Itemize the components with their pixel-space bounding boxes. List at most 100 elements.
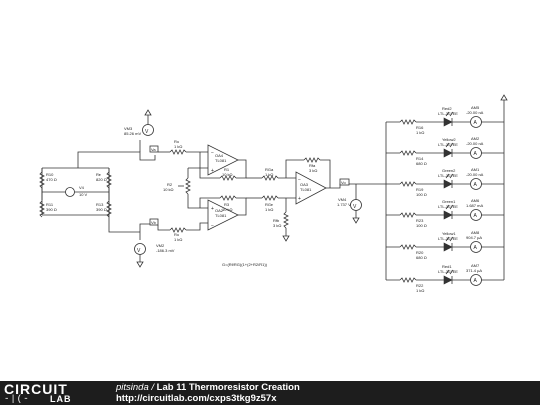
schematic-canvas: V4 10 V R10 470 Ω R11 390 Ω Rᴇ 820 Ω R13… [39,94,508,293]
footer-title[interactable]: Lab 11 Thermoresistor Creation [156,382,300,393]
svg-text:A: A [474,182,478,188]
circuitlab-logo[interactable]: CIRCUIT -|(- LAB [4,381,96,404]
r22-value: 1 kΩ [416,288,424,293]
ammeter-am7[interactable]: A [470,274,482,286]
led-green2-symbol[interactable] [443,173,454,189]
r20-value: 680 Ω [416,255,427,260]
r2-value: 10 kΩ [163,187,174,192]
ground-symbol [144,109,152,116]
r16-name: R16 [416,125,424,130]
resistor-r19[interactable] [399,181,417,187]
r1-name: R1 [224,167,230,172]
rb-value: 820 Ω [96,177,107,182]
rga-value: 1 kΩ [265,172,273,177]
vm2-name: VM2 [156,243,165,248]
resistor-r23[interactable] [399,212,417,218]
node-vb-label: Vb [151,220,157,225]
resistor-r20[interactable] [399,244,417,250]
resistor-r14[interactable] [399,150,417,156]
ammeter-am6[interactable]: A [470,209,482,221]
node-vo[interactable] [339,178,350,186]
r19-value: 100 Ω [416,192,427,197]
oa3-name: OA3 [300,182,309,187]
resistor-r16[interactable] [399,119,417,125]
am6-value: 1.687 mA [466,203,483,208]
rfb-value: 3 kΩ [273,223,281,228]
svg-text:+: + [298,196,301,202]
oa4-part: TL081 [215,158,227,163]
r23-name: R23 [416,218,424,223]
footer-author[interactable]: pitsinda [116,382,149,393]
ammeter-am8[interactable]: A [470,241,482,253]
green1-part: LTL-307EE [438,204,458,209]
footer-url[interactable]: http://circuitlab.com/cxps3tkg9z57x [116,393,277,404]
ground-symbol [352,217,360,224]
opamp-oa3[interactable]: − + [295,171,327,205]
r13-name: R13 [96,202,104,207]
ground-symbol [136,261,144,268]
logo-text-top: CIRCUIT [4,381,68,397]
am8-value: 904.7 µA [466,235,482,240]
vm4-voltmeter[interactable]: V [350,199,362,211]
svg-text:−: − [298,177,301,183]
rfb-name: Rfb [273,218,280,223]
yellow1-part: LTL-307EE [438,236,458,241]
am8-name: AM8 [471,230,480,235]
green2-name: Green2 [442,168,456,173]
red2-part: LTL-307EE [438,111,458,116]
svg-text:V: V [145,129,149,135]
r13-value: 390 Ω [96,207,107,212]
vm3-value: 85.26 mV [124,131,141,136]
vm2-value: -186.3 mV [156,248,175,253]
oa4-name: OA4 [215,153,224,158]
r23-value: 100 Ω [416,223,427,228]
logo-text-symbol: -|(- [4,394,30,404]
ammeter-am5[interactable]: A [470,116,482,128]
ru-bot-name: Rᴜ [174,232,179,237]
opamp-oa4[interactable]: − + [207,144,239,176]
am6-name: AM6 [471,198,480,203]
yellow2-part: LTL-307EE [438,142,458,147]
r16-value: 1 kΩ [416,130,424,135]
red1-name: Red1 [442,264,452,269]
r20-name: R20 [416,250,424,255]
vm2-voltmeter[interactable]: V [134,243,146,255]
ammeter-am2[interactable]: A [470,147,482,159]
rg-name: RGᴇ [265,202,273,207]
rga-name: RGa [265,167,274,172]
v4-name: V4 [79,185,85,190]
opamp-oa2[interactable]: + − [207,199,239,231]
footer-bar: CIRCUIT -|(- LAB pitsinda / Lab 11 Therm… [0,381,540,405]
green1-name: Green1 [442,199,456,204]
resistor-r22[interactable] [399,277,417,283]
am1-name: AM1 [471,167,480,172]
ammeter-am1[interactable]: A [470,178,482,190]
gain-formula: G=(Rf/RG)(1+(2+R2/R1)) [222,262,268,267]
r11-value: 390 Ω [46,207,57,212]
r3-name: R3 [224,202,230,207]
oa2-name: OA2 [215,208,224,213]
svg-text:+: + [211,168,214,174]
v4-source-symbol[interactable] [65,187,75,197]
node-vb[interactable] [149,218,159,226]
am2-value: -20.00 nA [466,141,484,146]
r2-name: R2 [167,182,173,187]
svg-text:A: A [474,278,478,284]
svg-text:−: − [211,150,214,156]
vm3-voltmeter[interactable]: V [142,124,154,136]
node-vo-label: Vo [341,180,346,185]
am7-value: 371.4 µA [466,268,482,273]
r14-name: R14 [416,156,424,161]
yellow1-name: Yellow1 [442,231,456,236]
vm3-name: VM3 [124,126,133,131]
svg-text:+: + [211,206,214,212]
rfa-name: Rfa [309,163,316,168]
r22-name: R22 [416,283,424,288]
footer-author-title: pitsinda / Lab 11 Thermoresistor Creatio… [116,382,300,393]
node-va[interactable] [149,145,159,153]
